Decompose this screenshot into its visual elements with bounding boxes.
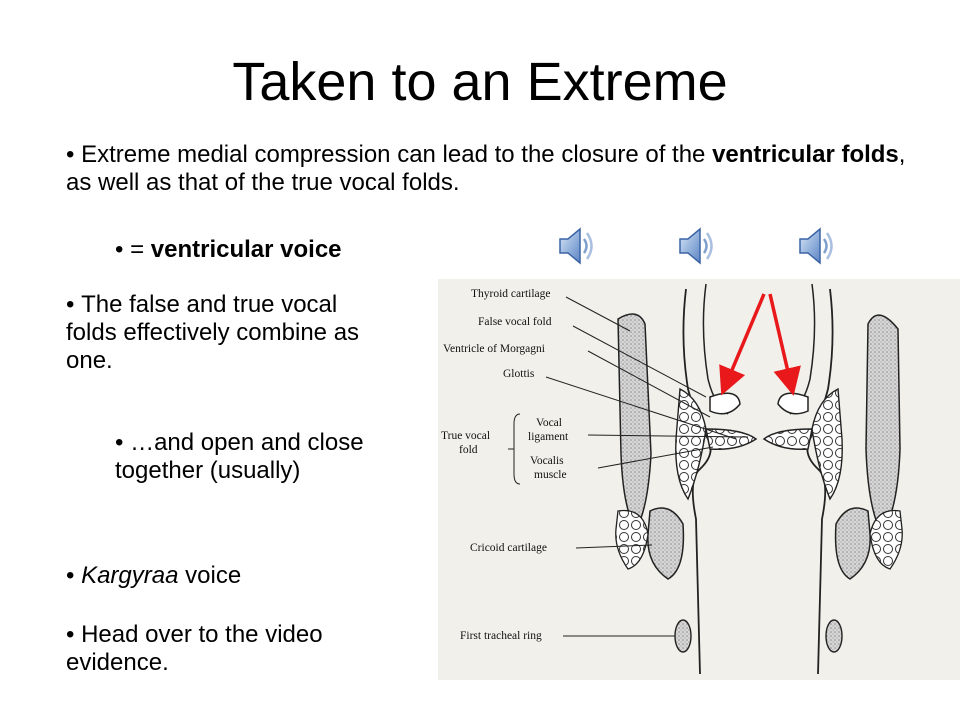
cricoid-cells-left xyxy=(615,509,649,570)
bullet-open-close: …and open and close together (usually) xyxy=(115,429,375,485)
bullet-medial-compression: Extreme medial compression can lead to t… xyxy=(66,141,926,197)
larynx-diagram: Thyroid cartilage False vocal fold Ventr… xyxy=(438,279,960,680)
cricoid-cartilage-left xyxy=(647,507,685,580)
cricoid-cells-right xyxy=(869,509,903,570)
thyroid-cartilage-right xyxy=(865,314,901,536)
thyroid-cartilage-left xyxy=(617,313,652,531)
tracheal-ring-right xyxy=(825,619,843,653)
label-first-tracheal-ring: First tracheal ring xyxy=(460,630,542,642)
label-vocalis-1: Vocalis xyxy=(530,455,564,467)
tracheal-ring-left xyxy=(674,619,692,653)
true-vocal-fold-left xyxy=(705,428,758,451)
bullet-kargyraa: Kargyraa voice xyxy=(66,562,406,590)
cricoid-cartilage-right xyxy=(834,507,871,580)
slide-title: Taken to an Extreme xyxy=(232,52,728,112)
speaker-icon[interactable] xyxy=(676,224,716,268)
label-vocalis-2: muscle xyxy=(534,469,567,481)
label-vocal-ligament-2: ligament xyxy=(528,431,569,443)
bullet-ventricular-voice: = ventricular voice xyxy=(115,236,435,264)
red-arrow-left xyxy=(719,293,766,396)
label-glottis: Glottis xyxy=(503,368,535,380)
label-false-vocal-fold: False vocal fold xyxy=(478,316,552,328)
speaker-icon[interactable] xyxy=(796,224,836,268)
label-thyroid-cartilage: Thyroid cartilage xyxy=(471,288,551,300)
bullet-false-true-folds: The false and true vocal folds effective… xyxy=(66,291,386,375)
bullet-video-evidence: Head over to the video evidence. xyxy=(66,621,426,677)
speaker-icon[interactable] xyxy=(556,224,596,268)
muscle-cluster-left xyxy=(675,387,707,501)
label-true-vocal-fold-1: True vocal xyxy=(441,430,490,442)
red-arrow-right xyxy=(768,293,801,396)
true-vocal-fold-right xyxy=(762,428,813,451)
label-true-vocal-fold-2: fold xyxy=(459,444,478,456)
muscle-cluster-right xyxy=(811,387,843,501)
label-ventricle: Ventricle of Morgagni xyxy=(443,343,545,355)
label-vocal-ligament-1: Vocal xyxy=(536,417,562,429)
label-cricoid-cartilage: Cricoid cartilage xyxy=(470,542,547,554)
leader-lines xyxy=(508,296,749,637)
